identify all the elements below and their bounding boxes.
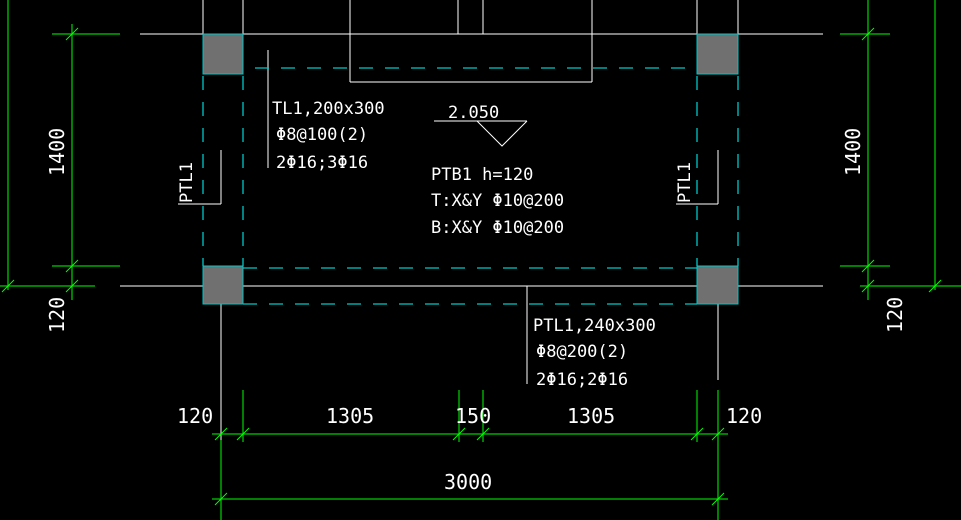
column-top-left xyxy=(202,33,244,75)
column-label-left: PTL1 xyxy=(177,162,197,203)
ptl1-stirrup: Φ8@200(2) xyxy=(536,342,628,362)
column-top-right xyxy=(696,33,739,75)
dim-left-height: 1400 xyxy=(45,128,69,176)
dim-bottom-segment-1: 120 xyxy=(177,404,213,428)
tl1-name: TL1,200x300 xyxy=(272,99,385,119)
slab-top-rebar: T:X&Y Φ10@200 xyxy=(431,191,564,211)
dim-right-thickness: 120 xyxy=(883,297,907,333)
elevation-label: 2.050 xyxy=(448,103,499,123)
dim-bottom-segment-5: 120 xyxy=(726,404,762,428)
tl1-rebar: 2Φ16;3Φ16 xyxy=(276,153,368,173)
slab-bottom-rebar: B:X&Y Φ10@200 xyxy=(431,218,564,238)
slab-label: PTB1 h=120 xyxy=(431,165,533,185)
dim-bottom-total: 3000 xyxy=(444,470,492,494)
column-bottom-left xyxy=(202,265,244,305)
wall-dash-ends xyxy=(760,33,800,287)
ptl1-rebar: 2Φ16;2Φ16 xyxy=(536,370,628,390)
dim-bottom-segment-2: 1305 xyxy=(326,404,374,428)
columns xyxy=(202,33,739,305)
dim-bottom-segment-3: 150 xyxy=(455,404,491,428)
ptl1-name: PTL1,240x300 xyxy=(533,316,656,336)
elevation-marker xyxy=(434,120,528,147)
tl1-stirrup: Φ8@100(2) xyxy=(276,125,368,145)
dim-bottom-segment-4: 1305 xyxy=(567,404,615,428)
column-bottom-right xyxy=(696,265,739,305)
dim-left-thickness: 120 xyxy=(45,297,69,333)
hidden-beam-lines xyxy=(202,67,739,305)
column-label-right: PTL1 xyxy=(675,162,695,203)
dim-right-height: 1400 xyxy=(841,128,865,176)
